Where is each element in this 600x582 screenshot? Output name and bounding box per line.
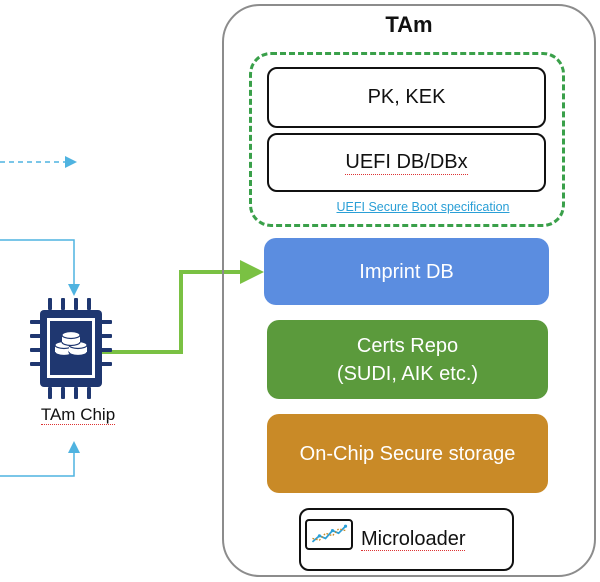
chip-icon (30, 298, 112, 399)
microloader-label: Microloader (361, 528, 466, 551)
uefi-db-box: UEFI DB/DBx (267, 133, 546, 192)
uefi-spec-link[interactable]: UEFI Secure Boot specification (336, 200, 510, 214)
line-chart-icon (305, 519, 353, 550)
tam-container (222, 4, 596, 577)
imprint-db-box: Imprint DB (264, 238, 549, 305)
uefi-secure-boot-group (249, 52, 565, 227)
certs-repo-box: Certs Repo (SUDI, AIK etc.) (267, 320, 548, 399)
top-input-arrow (0, 239, 80, 296)
certs-repo-subtitle: (SUDI, AIK etc.) (336, 362, 479, 385)
chip-label: TAm Chip (40, 405, 116, 425)
tam-title: TAm (385, 12, 433, 37)
pk-kek-box: PK, KEK (267, 67, 546, 128)
certs-repo-title: Certs Repo (356, 334, 459, 357)
chip-to-imprint-arrow (100, 260, 264, 354)
bottom-input-arrow (0, 441, 80, 477)
secure-storage-box: On-Chip Secure storage (267, 414, 548, 493)
database-icon (54, 330, 88, 357)
